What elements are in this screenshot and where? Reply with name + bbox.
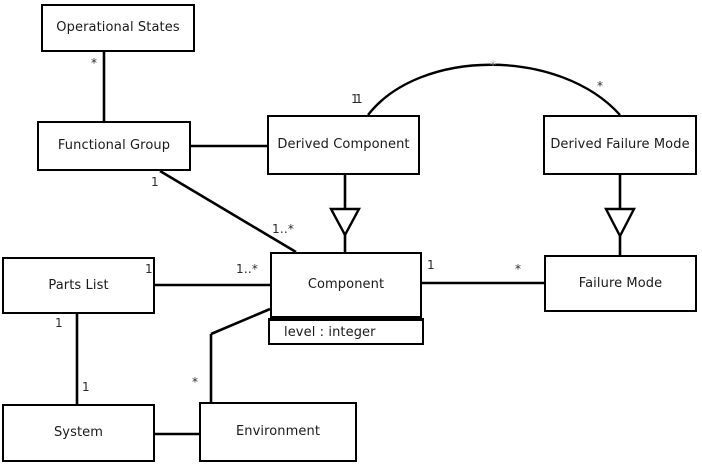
class-name-functional-group: Functional Group (57, 138, 171, 154)
line-funcgroup-component (159, 169, 297, 254)
class-name-parts-list: Parts List (48, 277, 109, 293)
attribute-compartment-component[interactable]: level : integer (268, 318, 424, 345)
multiplicity-funcgroup-component-near: 1 (151, 175, 159, 189)
class-box-operational-states[interactable]: Operational States (41, 4, 195, 52)
class-box-failure-mode[interactable]: Failure Mode (544, 255, 697, 312)
line-environment-component-diagonal (210, 307, 271, 336)
class-box-functional-group[interactable]: Functional Group (37, 121, 191, 171)
class-name-operational-states: Operational States (56, 20, 180, 36)
multiplicity-component-failuremode-far: * (515, 262, 522, 276)
class-name-derived-failure-mode: Derived Failure Mode (550, 137, 690, 153)
class-box-component[interactable]: Component (270, 252, 422, 318)
class-name-derived-component: Derived Component (277, 137, 410, 153)
attribute-component-level: level : integer (284, 324, 376, 340)
class-box-parts-list[interactable]: Parts List (2, 257, 155, 314)
class-box-environment[interactable]: Environment (199, 402, 357, 462)
multiplicity-partslist-component-far: 1..* (236, 262, 259, 276)
multiplicity-funcgroup-component-far: 1..* (272, 222, 295, 236)
class-name-system: System (53, 425, 104, 441)
multiplicity-partslist-system-bottom: 1 (82, 380, 90, 394)
multiplicity-environment-component: * (192, 375, 199, 389)
line-derivedcomponent-derivedfailuremode-arc (367, 63, 621, 116)
class-box-derived-failure-mode[interactable]: Derived Failure Mode (543, 115, 697, 175)
generalization-triangle-component (328, 207, 362, 238)
multiplicity-derivedfailuremode-arc: * (597, 79, 604, 93)
multiplicity-funcgroup-derivedcomponent: 1 (351, 92, 359, 106)
class-name-component: Component (307, 277, 385, 293)
multiplicity-derivedcomponent-arc: 1 (355, 92, 363, 106)
multiplicity-component-failuremode-near: 1 (427, 258, 435, 272)
multiplicity-opstates-funcgroup: * (91, 56, 98, 70)
generalization-triangle-failure-mode (604, 207, 636, 239)
multiplicity-partslist-component-near: 1 (145, 262, 153, 276)
multiplicity-arc-apex: * (490, 58, 497, 72)
class-name-environment: Environment (235, 424, 321, 440)
multiplicity-partslist-system-top: 1 (55, 316, 63, 330)
class-name-failure-mode: Failure Mode (578, 275, 663, 291)
class-box-system[interactable]: System (2, 404, 155, 462)
class-box-derived-component[interactable]: Derived Component (267, 115, 420, 175)
